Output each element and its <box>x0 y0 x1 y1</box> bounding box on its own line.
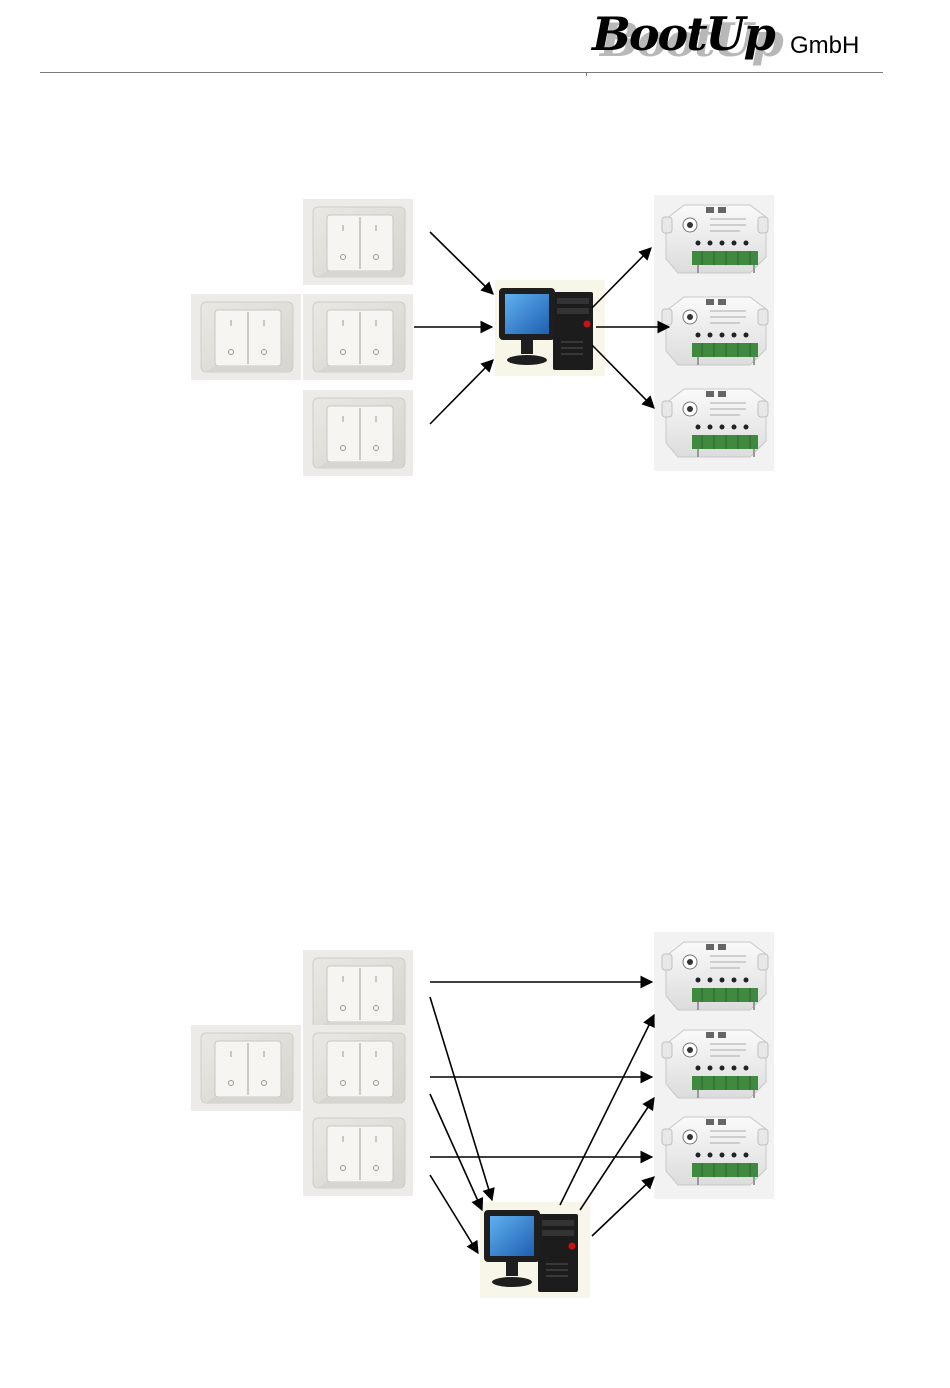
arrow-switch-to-controller <box>430 1094 482 1210</box>
wall-switch-icon <box>303 199 413 285</box>
computer-icon <box>495 280 605 376</box>
actuator-module-icon <box>654 932 774 1024</box>
arrow-controller-to-actuator <box>560 1015 654 1205</box>
diagram-hybrid <box>191 932 774 1298</box>
arrow-controller-to-actuator <box>592 1177 654 1236</box>
arrow-controller-to-actuator <box>592 248 651 308</box>
wall-switch-icon <box>303 1025 413 1111</box>
wall-switch-icon <box>303 1110 413 1196</box>
arrow-switch-to-controller <box>430 997 492 1200</box>
wall-switch-icon <box>303 950 413 1036</box>
wall-switch-icon <box>303 294 413 380</box>
actuator-module-icon <box>654 1020 774 1112</box>
arrow-controller-to-actuator <box>592 345 654 408</box>
wall-switch-icon <box>303 390 413 476</box>
actuator-module-icon <box>654 287 774 379</box>
actuator-module-icon <box>654 195 774 287</box>
arrow-switch-to-controller <box>430 360 493 424</box>
actuator-module-icon <box>654 1107 774 1199</box>
wall-switch-icon <box>191 1025 301 1111</box>
diagram-centralized <box>191 195 774 476</box>
wall-switch-icon <box>191 294 301 380</box>
arrow-controller-to-actuator <box>580 1098 654 1210</box>
computer-icon <box>480 1202 590 1298</box>
arrow-switch-to-controller <box>430 232 493 294</box>
actuator-module-icon <box>654 379 774 471</box>
